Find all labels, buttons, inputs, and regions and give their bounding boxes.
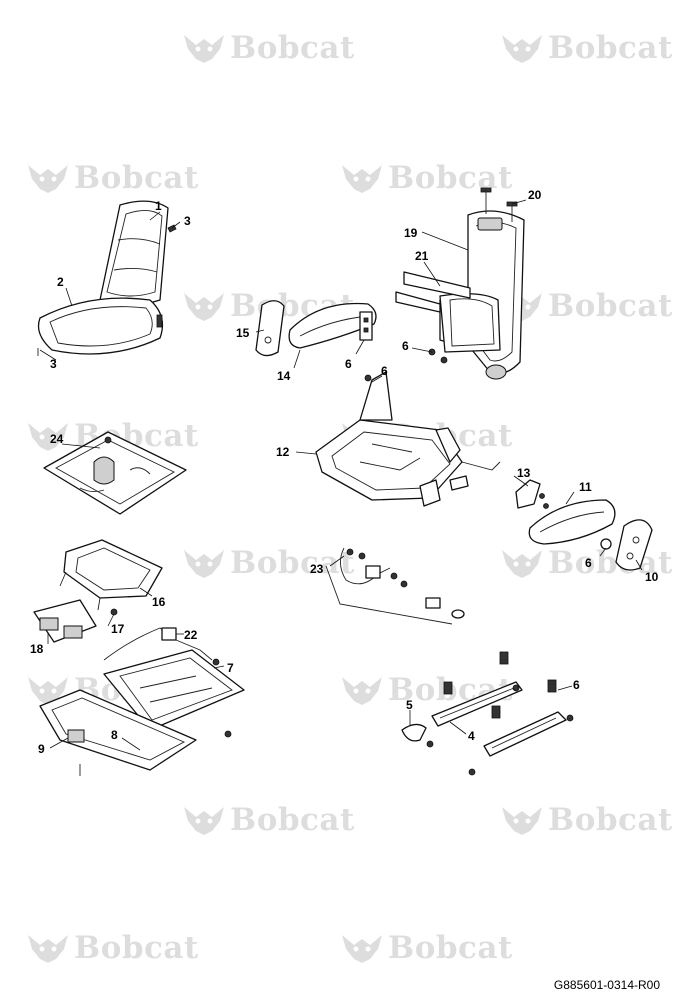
callout-18: 18 xyxy=(30,642,44,656)
bobcat-logo-icon xyxy=(342,165,382,193)
watermark-text: Bobcat xyxy=(388,930,513,966)
callout-24: 24 xyxy=(50,432,64,446)
bobcat-watermark: Bobcat xyxy=(500,545,673,581)
callout-6-back-frame: 6 xyxy=(402,339,409,353)
callout-15: 15 xyxy=(236,326,250,340)
bobcat-logo-icon xyxy=(184,35,224,63)
bobcat-watermark: Bobcat xyxy=(182,30,355,66)
callout-21: 21 xyxy=(415,249,429,263)
height-adjust-lever xyxy=(103,627,213,661)
seat-cushion-backrest-assembly xyxy=(37,200,177,356)
callout-6-left-armrest: 6 xyxy=(345,357,352,371)
callout-3-cushion: 3 xyxy=(50,357,57,371)
watermark-text: Bobcat xyxy=(74,930,199,966)
bobcat-watermark: Bobcat xyxy=(26,930,199,966)
callout-14: 14 xyxy=(277,369,291,383)
callout-22: 22 xyxy=(184,628,198,642)
callout-8: 8 xyxy=(111,728,118,742)
watermark-text: Bobcat xyxy=(548,545,673,581)
bobcat-logo-icon xyxy=(502,807,542,835)
bobcat-logo-icon xyxy=(342,677,382,705)
seat-base-frame-assembly xyxy=(315,371,501,507)
bobcat-logo-icon xyxy=(184,550,224,578)
callout-5: 5 xyxy=(406,698,413,712)
seat-wiring-harness xyxy=(325,547,465,625)
suspension-upper-plate xyxy=(59,539,163,611)
callout-1: 1 xyxy=(155,199,162,213)
bobcat-logo-icon xyxy=(184,293,224,321)
watermark-text: Bobcat xyxy=(230,802,355,838)
bobcat-logo-icon xyxy=(342,935,382,963)
bobcat-logo-icon xyxy=(502,35,542,63)
bobcat-watermark: Bobcat xyxy=(340,160,513,196)
callout-16: 16 xyxy=(152,595,166,609)
bobcat-logo-icon xyxy=(28,423,68,451)
callout-6-slide-rails: 6 xyxy=(573,678,580,692)
bobcat-logo-icon xyxy=(28,677,68,705)
callout-13: 13 xyxy=(517,466,531,480)
callout-2: 2 xyxy=(57,275,64,289)
watermark-text: Bobcat xyxy=(548,802,673,838)
watermark-text: Bobcat xyxy=(548,288,673,324)
suspension-damper-blocks xyxy=(33,599,118,643)
callout-10: 10 xyxy=(645,570,659,584)
bobcat-logo-icon xyxy=(184,807,224,835)
callout-19: 19 xyxy=(404,226,418,240)
callout-leader-lines xyxy=(39,199,643,751)
left-armrest-assembly xyxy=(255,300,377,357)
callout-4: 4 xyxy=(468,729,475,743)
seat-back-frame-assembly xyxy=(395,187,525,380)
suspension-lower-base xyxy=(39,649,245,776)
bobcat-watermark: Bobcat xyxy=(340,930,513,966)
watermark-text: Bobcat xyxy=(388,160,513,196)
right-armrest-assembly xyxy=(515,479,653,571)
bobcat-watermark: Bobcat xyxy=(500,802,673,838)
bobcat-logo-icon xyxy=(502,550,542,578)
callout-11: 11 xyxy=(579,480,592,494)
suspension-top-plate xyxy=(43,431,187,515)
seat-slide-rails xyxy=(401,651,574,776)
callout-17: 17 xyxy=(111,622,125,636)
callout-6-base-frame: 6 xyxy=(381,364,388,378)
callout-20: 20 xyxy=(528,188,542,202)
bobcat-logo-icon xyxy=(28,935,68,963)
bobcat-watermark: Bobcat xyxy=(500,30,673,66)
bobcat-watermark: Bobcat xyxy=(182,802,355,838)
watermark-text: Bobcat xyxy=(548,30,673,66)
drawing-reference-number: G885601-0314-R00 xyxy=(553,978,660,992)
callout-3-backrest: 3 xyxy=(184,214,191,228)
callout-6-right-armrest: 6 xyxy=(585,556,592,570)
callout-7: 7 xyxy=(227,661,234,675)
callout-23: 23 xyxy=(310,562,324,576)
watermark-text: Bobcat xyxy=(230,30,355,66)
bobcat-watermark: Bobcat xyxy=(26,160,199,196)
watermark-text: Bobcat xyxy=(74,160,199,196)
bobcat-logo-icon xyxy=(28,165,68,193)
callout-12: 12 xyxy=(276,445,290,459)
callout-9: 9 xyxy=(38,742,45,756)
